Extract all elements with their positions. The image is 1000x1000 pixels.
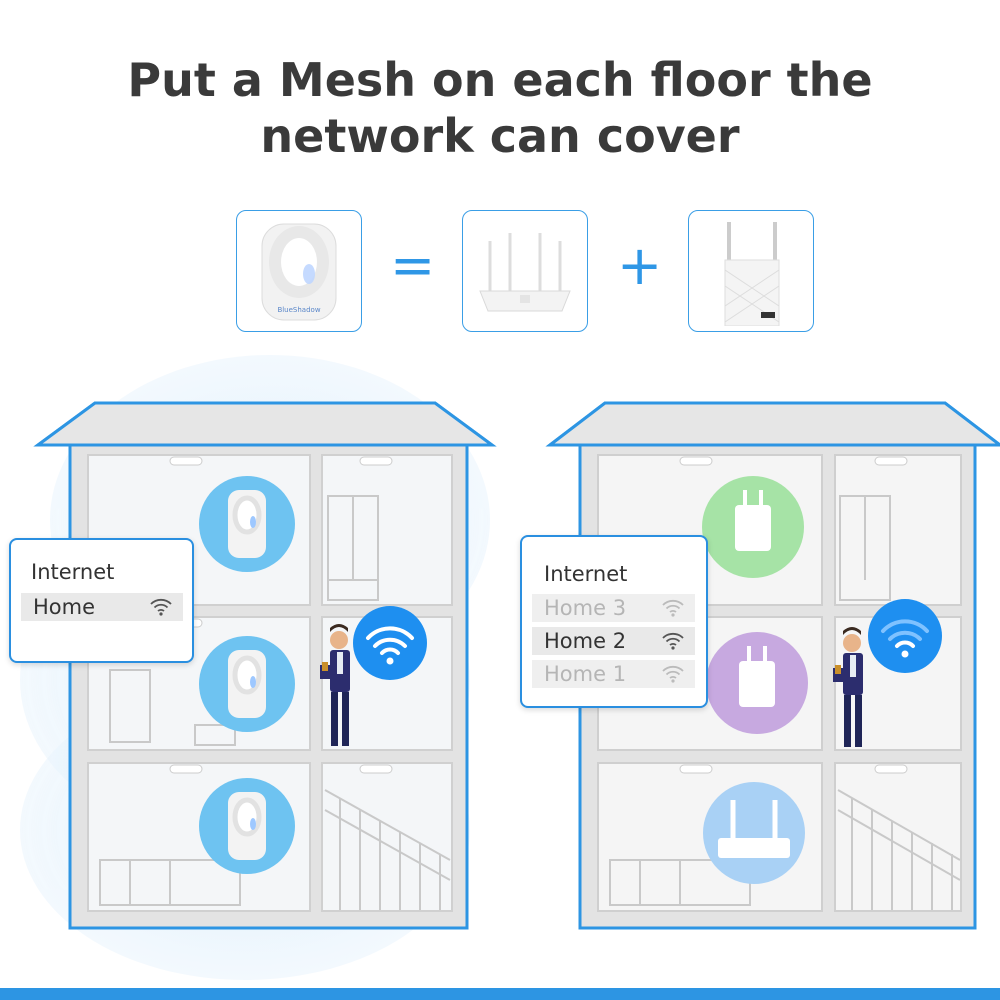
right-wifi-list: Internet Home 3 Home 2 Home 1 — [520, 535, 708, 708]
wifi-signal-icon — [150, 598, 172, 616]
network-name: Home 3 — [544, 596, 627, 620]
bottom-accent-bar — [0, 988, 1000, 1000]
headline-line-1: Put a Mesh on each floor the — [127, 53, 873, 107]
router-icon — [479, 233, 571, 312]
wifi-signal-icon — [662, 632, 684, 650]
wifi-badge-left — [353, 606, 427, 680]
equals-sign: = — [390, 234, 436, 297]
left-wifi-list: Internet Home — [9, 538, 194, 663]
extender-floor-3 — [702, 476, 804, 578]
headline-line-2: network can cover — [260, 109, 740, 163]
mesh-brand-label: BlueShadow — [277, 306, 320, 314]
network-name: Home 1 — [544, 662, 627, 686]
left-house — [33, 401, 497, 930]
network-row-home-2[interactable]: Home 2 — [532, 627, 695, 655]
plus-sign: + — [617, 234, 663, 297]
mesh-node-floor-3 — [199, 476, 295, 572]
mesh-node-card: BlueShadow — [236, 210, 362, 332]
network-row-home-3[interactable]: Home 3 — [532, 594, 695, 622]
network-name: Home — [33, 595, 96, 619]
network-name: Home 2 — [544, 629, 627, 653]
mesh-node-icon: BlueShadow — [261, 223, 337, 321]
extender-card — [688, 210, 814, 332]
network-row-home[interactable]: Home — [21, 593, 183, 621]
router-floor-1 — [703, 782, 805, 884]
wifi-signal-icon — [662, 665, 684, 683]
person-left — [320, 624, 350, 746]
page-headline: Put a Mesh on each floor the network can… — [0, 52, 1000, 164]
wifi-badge-right — [868, 599, 942, 673]
range-extender-icon — [724, 222, 780, 326]
left-panel-title: Internet — [31, 560, 115, 584]
router-card — [462, 210, 588, 332]
wifi-signal-icon — [662, 599, 684, 617]
extender-floor-2 — [706, 632, 808, 734]
person-right — [833, 627, 863, 747]
right-panel-title: Internet — [544, 562, 628, 586]
mesh-node-floor-2 — [199, 636, 295, 732]
mesh-node-floor-1 — [199, 778, 295, 874]
right-house — [545, 401, 1000, 930]
network-row-home-1[interactable]: Home 1 — [532, 660, 695, 688]
